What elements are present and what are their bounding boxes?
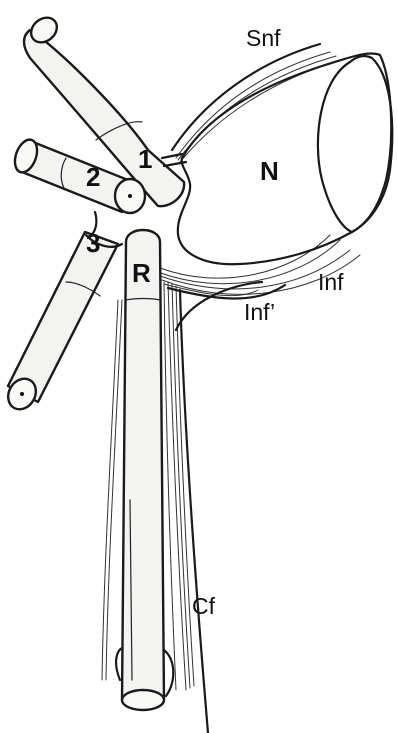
canal-3 [3,212,122,414]
label-inf-prime: Inf’ [244,299,275,325]
label-canal-2: 2 [86,162,100,192]
superior-fiber-bundle [172,44,342,162]
label-r: R [132,258,151,288]
label-canal-3: 3 [86,228,100,258]
label-snf: Snf [246,25,281,51]
nerve-cut-face [318,56,392,232]
label-n: N [260,156,279,186]
nerve-body-n [178,53,391,264]
label-cf: Cf [192,593,216,619]
label-inf: Inf [318,269,344,295]
label-canal-1: 1 [138,144,152,174]
